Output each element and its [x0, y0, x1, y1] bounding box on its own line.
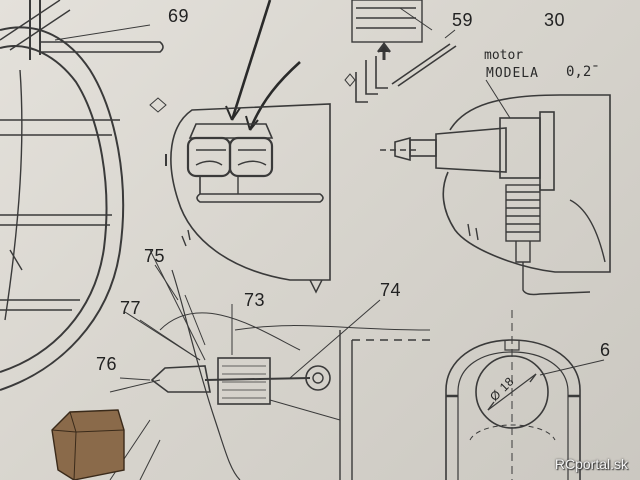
- fuselage-frame: [0, 0, 125, 391]
- bracket-detail: [149, 0, 457, 113]
- motor-top-view: [380, 79, 611, 296]
- motor-label-line1: motor: [484, 48, 524, 63]
- motor-spec: 0,2̄̄: [566, 64, 592, 80]
- callout-30: 30: [544, 10, 566, 30]
- watermark: RCportal.sk: [554, 456, 628, 472]
- callout-74: 74: [380, 280, 402, 300]
- pointer-arrows: [225, 0, 301, 131]
- callout-76: 76: [96, 354, 118, 374]
- leader-lines: [119, 7, 456, 381]
- callout-73: 73: [244, 290, 266, 310]
- rod-69: [40, 24, 164, 53]
- cowling-side-view: [165, 103, 331, 294]
- callout-6: 6: [600, 340, 611, 360]
- callout-69: 69: [168, 6, 190, 26]
- bulkhead-6: [445, 310, 605, 480]
- pushrod-detail: [109, 249, 431, 480]
- motor-label-line2: MODELA: [486, 66, 539, 81]
- wooden-block: [51, 409, 125, 480]
- callout-75: 75: [144, 246, 166, 266]
- callout-77: 77: [120, 298, 142, 318]
- callout-59: 59: [452, 10, 474, 30]
